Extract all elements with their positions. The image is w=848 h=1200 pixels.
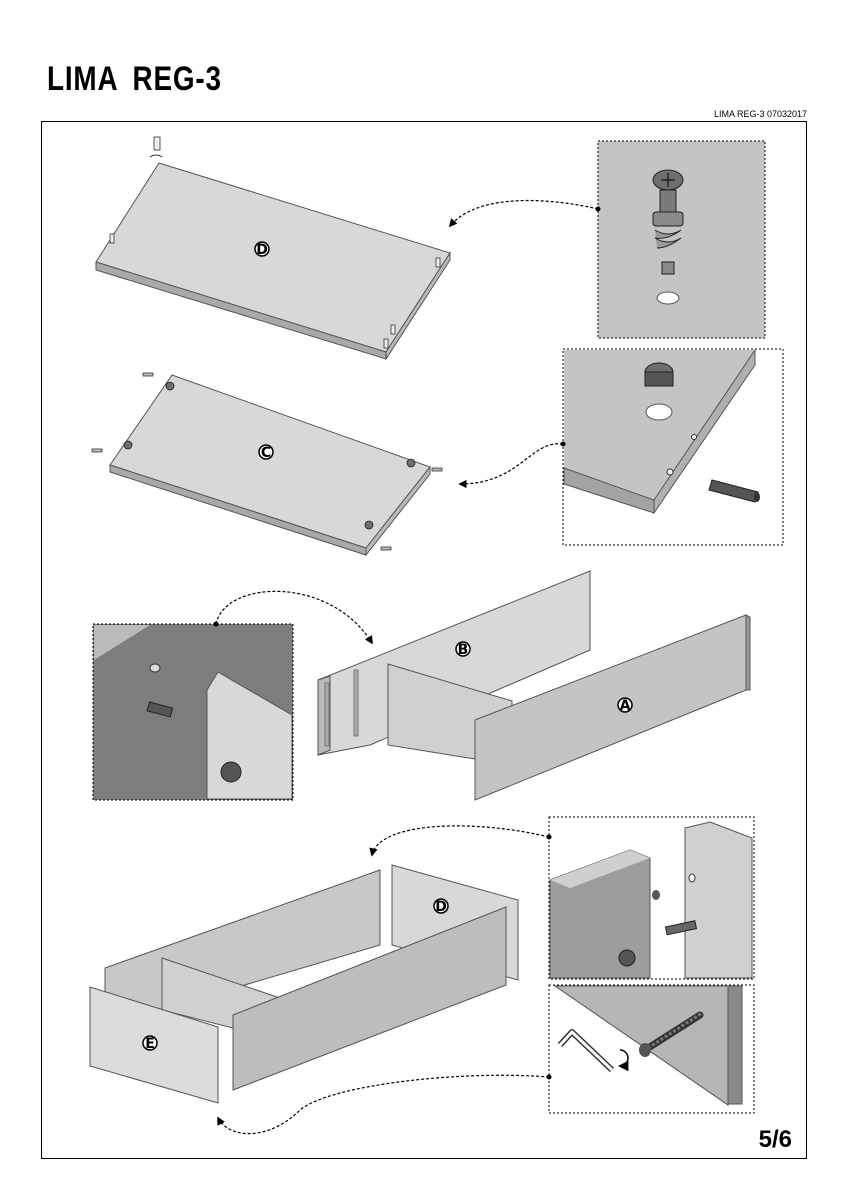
cam-bolt-icon (652, 169, 684, 305)
svg-text:B: B (458, 642, 469, 658)
svg-text:D: D (435, 899, 447, 915)
instruction-frame (41, 121, 807, 1159)
document-code: LIMA REG-3 07032017 (713, 109, 807, 119)
rotate-arrow-icon (617, 1049, 629, 1072)
part-label-d-1: D (254, 241, 270, 258)
cam-lock-icon (644, 362, 674, 421)
panel-d-step: D (95, 136, 766, 361)
allen-key-icon (557, 1029, 615, 1073)
frame-assembly-step: D E (89, 816, 755, 1135)
document-title: LIMA REG-3 (47, 60, 222, 98)
detail-cam-bolt (597, 140, 766, 339)
cam-bolt-icon-2 (652, 890, 698, 936)
dowel-icon (708, 479, 760, 503)
svg-text:D: D (256, 242, 268, 258)
svg-text:E: E (145, 1036, 155, 1052)
screw-icon (639, 1011, 704, 1057)
page-number: 5/6 (758, 1126, 792, 1153)
part-label-d-2: D (433, 898, 449, 915)
part-label-a: A (617, 697, 633, 714)
panel-c-step: C (91, 348, 784, 557)
part-label-e: E (142, 1035, 158, 1052)
panel-b-a-step: B A (92, 570, 751, 801)
svg-text:C: C (261, 445, 271, 461)
part-label-c: C (258, 444, 274, 461)
cam-insert-icon (146, 701, 242, 783)
svg-text:A: A (620, 698, 631, 714)
part-label-b: B (455, 641, 471, 658)
